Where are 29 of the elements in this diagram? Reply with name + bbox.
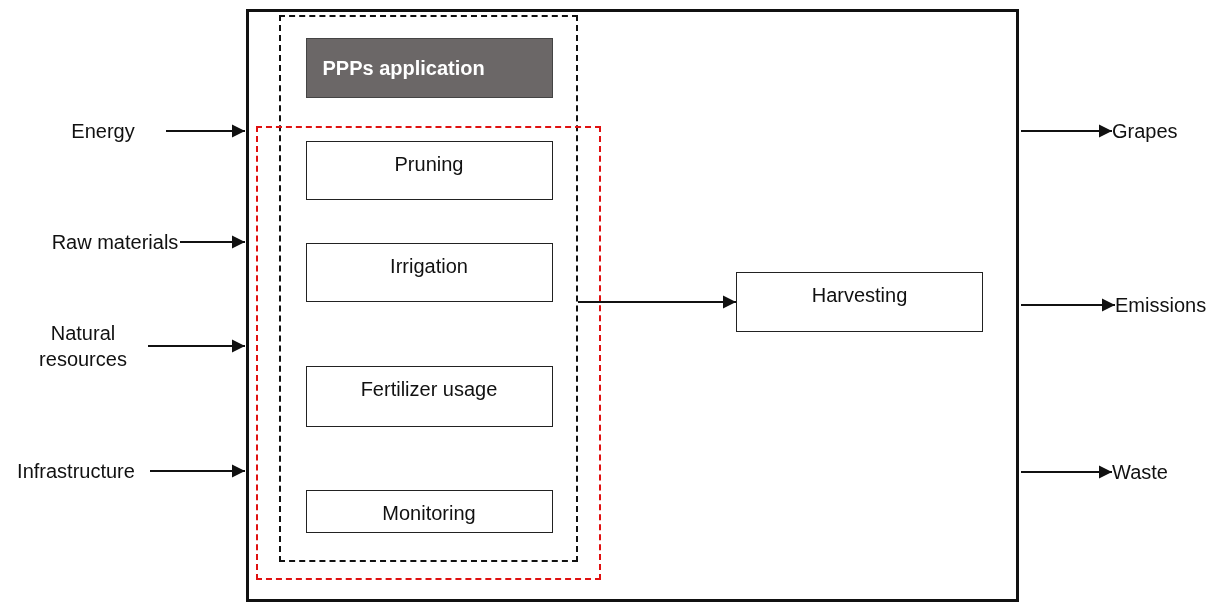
process-box: [305, 37, 553, 98]
process-box: [736, 272, 983, 332]
system-boundary-box: [246, 9, 1019, 602]
arrow: [166, 124, 245, 138]
arrow: [1021, 298, 1115, 312]
output-label: Emissions: [1115, 293, 1207, 318]
process-box: [305, 140, 553, 200]
input-label: Infrastructure: [17, 459, 135, 484]
input-label: Energy: [71, 119, 135, 144]
process-label: Monitoring: [382, 500, 476, 526]
input-label: Raw materials: [51, 230, 179, 255]
dashed-group-box: [279, 15, 578, 562]
process-box: [305, 489, 553, 533]
arrow: [148, 339, 245, 353]
arrow: [1021, 465, 1112, 479]
output-label: Waste: [1112, 460, 1168, 485]
process-label: Irrigation: [390, 253, 468, 279]
process-label: Harvesting: [811, 283, 908, 308]
arrow: [150, 464, 245, 478]
arrow: [1021, 124, 1112, 138]
output-label: Grapes: [1112, 119, 1178, 144]
process-label: Pruning: [394, 151, 464, 177]
process-box: [305, 365, 553, 427]
process-label: Fertilizer usage: [360, 376, 498, 402]
dashed-group-box: [256, 126, 601, 580]
process-box: [305, 242, 553, 302]
process-label: PPPs application: [322, 55, 485, 81]
arrow: [180, 235, 245, 249]
input-label: Natural resources: [38, 321, 128, 372]
